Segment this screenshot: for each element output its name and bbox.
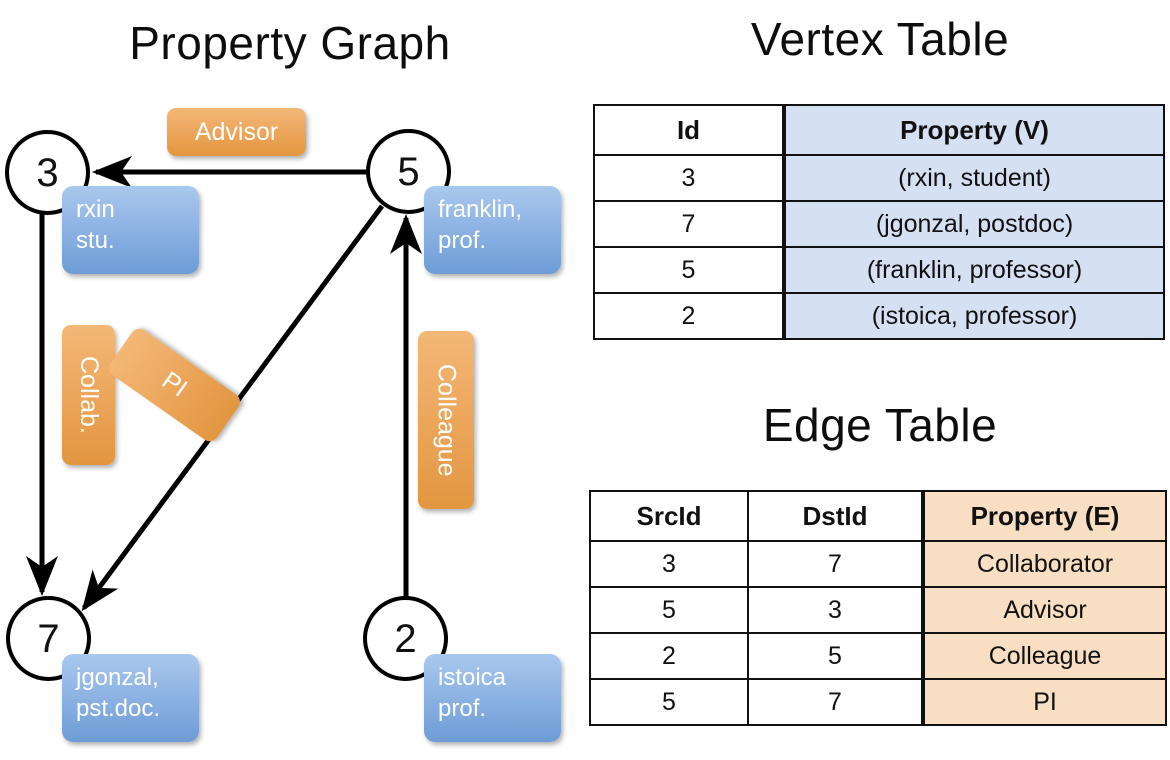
graph-edge-label-advisor-text: Advisor bbox=[194, 117, 279, 146]
edge-table-header-row: SrcId DstId Property (E) bbox=[589, 490, 1167, 542]
edge-table-header-srcid: SrcId bbox=[589, 490, 749, 542]
table-row[interactable]: 2 (istoica, professor) bbox=[593, 292, 1165, 340]
vertex-table-header-row: Id Property (V) bbox=[593, 104, 1165, 156]
table-row[interactable]: 5 7 PI bbox=[589, 678, 1167, 726]
edge-cell-dstid: 7 bbox=[747, 540, 924, 588]
edge-table: SrcId DstId Property (E) 3 7 Collaborato… bbox=[589, 490, 1167, 726]
table-row[interactable]: 3 (rxin, student) bbox=[593, 154, 1165, 202]
vertex-table-header-property: Property (V) bbox=[782, 104, 1165, 156]
edge-cell-srcid: 2 bbox=[589, 632, 749, 680]
graph-node-3-id: 3 bbox=[36, 150, 59, 195]
vertex-cell-id: 2 bbox=[593, 292, 785, 340]
edge-cell-dstid: 5 bbox=[747, 632, 924, 680]
edge-cell-dstid: 7 bbox=[747, 678, 924, 726]
vertex-table-header-id: Id bbox=[593, 104, 785, 156]
edge-cell-dstid: 3 bbox=[747, 586, 924, 634]
table-row[interactable]: 3 7 Collaborator bbox=[589, 540, 1167, 588]
vertex-cell-id: 5 bbox=[593, 246, 785, 294]
graph-node-2-id: 2 bbox=[394, 616, 417, 661]
vertex-cell-property: (franklin, professor) bbox=[782, 246, 1165, 294]
edge-cell-srcid: 5 bbox=[589, 678, 749, 726]
graph-node-2[interactable]: 2 bbox=[363, 596, 448, 681]
graph-edge-label-collab: Collab. bbox=[62, 325, 115, 465]
graph-node-7-property-box: jgonzal, pst.doc. bbox=[62, 654, 199, 742]
vertex-cell-property: (istoica, professor) bbox=[782, 292, 1165, 340]
graph-edge-label-collab-text: Collab. bbox=[75, 356, 103, 434]
edge-cell-property: Collaborator bbox=[921, 540, 1167, 588]
graph-node-5-id: 5 bbox=[397, 149, 420, 194]
graph-edge-label-advisor: Advisor bbox=[167, 108, 306, 156]
vertex-cell-property: (rxin, student) bbox=[782, 154, 1165, 202]
graph-node-5[interactable]: 5 bbox=[366, 129, 451, 214]
page-title-edge-table: Edge Table bbox=[762, 399, 998, 451]
edge-cell-srcid: 5 bbox=[589, 586, 749, 634]
vertex-cell-id: 3 bbox=[593, 154, 785, 202]
vertex-cell-property: (jgonzal, postdoc) bbox=[782, 200, 1165, 248]
table-row[interactable]: 2 5 Colleague bbox=[589, 632, 1167, 680]
table-row[interactable]: 5 (franklin, professor) bbox=[593, 246, 1165, 294]
graph-node-5-property-box: franklin, prof. bbox=[424, 186, 561, 274]
graph-edge-label-colleague: Colleague bbox=[418, 331, 474, 509]
edge-cell-property: Advisor bbox=[921, 586, 1167, 634]
property-graph-diagram: 3 5 7 2 rxin stu. franklin, prof. jgonza… bbox=[5, 108, 561, 742]
graph-node-7-id: 7 bbox=[37, 616, 60, 661]
edge-cell-property: Colleague bbox=[921, 632, 1167, 680]
table-row[interactable]: 7 (jgonzal, postdoc) bbox=[593, 200, 1165, 248]
vertex-table: Id Property (V) 3 (rxin, student) 7 (jgo… bbox=[593, 104, 1165, 340]
page-title-vertex-table: Vertex Table bbox=[750, 13, 1010, 65]
graph-node-2-property-box: istoica prof. bbox=[424, 654, 561, 742]
edge-cell-srcid: 3 bbox=[589, 540, 749, 588]
vertex-cell-id: 7 bbox=[593, 200, 785, 248]
graph-node-3-property-box: rxin stu. bbox=[62, 186, 199, 274]
edge-table-header-dstid: DstId bbox=[747, 490, 924, 542]
graph-edge-label-colleague-text: Colleague bbox=[432, 363, 461, 477]
table-row[interactable]: 5 3 Advisor bbox=[589, 586, 1167, 634]
edge-table-header-property: Property (E) bbox=[921, 490, 1167, 542]
edge-cell-property: PI bbox=[921, 678, 1167, 726]
graph-edge-label-pi-text: PI bbox=[157, 366, 193, 403]
page-title-property-graph: Property Graph bbox=[129, 17, 451, 69]
